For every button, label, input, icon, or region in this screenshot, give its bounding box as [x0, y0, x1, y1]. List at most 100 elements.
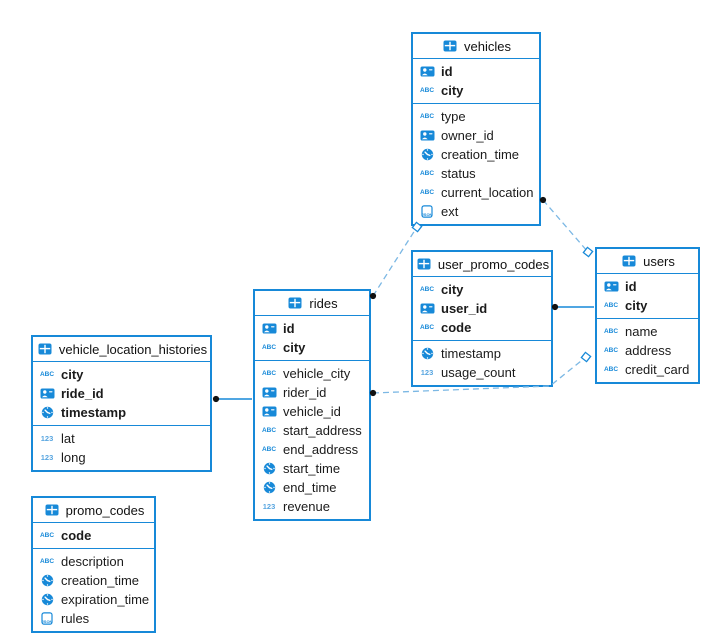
column-row-id[interactable]: id [413, 62, 539, 81]
column-row-id[interactable]: id [255, 319, 369, 338]
column-name: timestamp [61, 405, 127, 420]
string-type-icon: ABC [39, 371, 55, 378]
column-name: address [625, 343, 672, 358]
column-name: type [441, 109, 466, 124]
table-header[interactable]: vehicles [413, 34, 539, 59]
column-name: long [61, 450, 86, 465]
string-type-icon: ABC [419, 170, 435, 177]
string-type-icon: ABC [39, 558, 55, 565]
column-name: id [441, 64, 453, 79]
column-row-type[interactable]: ABC type [413, 107, 539, 126]
string-type-icon: ABC [419, 87, 435, 94]
column-row-start_time[interactable]: start_time [255, 459, 369, 478]
uuid-type-icon [602, 281, 620, 292]
column-name: start_time [283, 461, 341, 476]
column-row-lat[interactable]: 123 lat [33, 429, 210, 448]
timestamp-type-icon [38, 593, 56, 606]
column-row-description[interactable]: ABC description [33, 552, 154, 571]
column-row-expiration_time[interactable]: expiration_time [33, 590, 154, 609]
column-row-timestamp[interactable]: timestamp [413, 344, 551, 363]
column-row-city[interactable]: ABC city [33, 365, 210, 384]
column-row-ext[interactable]: JSON ext [413, 202, 539, 221]
relationship-line-vehicles-users[interactable] [542, 199, 589, 253]
table-icon [286, 297, 304, 309]
table-icon [36, 343, 54, 355]
column-row-city[interactable]: ABC city [597, 296, 698, 315]
table-vehicle_location_histories[interactable]: vehicle_location_histories ABC city ride_i… [31, 335, 212, 472]
column-row-timestamp[interactable]: timestamp [33, 403, 210, 422]
column-name: city [625, 298, 648, 313]
table-header[interactable]: users [597, 249, 698, 274]
relationship-diamond-endpoint [580, 351, 592, 363]
column-name: ride_id [61, 386, 104, 401]
table-name: vehicles [464, 38, 511, 54]
number-type-icon: 123 [40, 434, 54, 443]
svg-text:JSON: JSON [422, 212, 433, 217]
column-name: vehicle_city [283, 366, 351, 381]
column-row-credit_card[interactable]: ABC credit_card [597, 360, 698, 379]
uuid-type-icon [260, 323, 278, 334]
timestamp-type-icon [38, 406, 56, 419]
column-row-id[interactable]: id [597, 277, 698, 296]
column-row-current_location[interactable]: ABC current_location [413, 183, 539, 202]
column-name: lat [61, 431, 75, 446]
column-row-owner_id[interactable]: owner_id [413, 126, 539, 145]
column-name: city [61, 367, 84, 382]
table-header[interactable]: rides [255, 291, 369, 316]
string-type-icon: ABC [603, 302, 619, 309]
column-name: name [625, 324, 658, 339]
column-row-end_time[interactable]: end_time [255, 478, 369, 497]
uuid-type-icon [418, 130, 436, 141]
column-name: expiration_time [61, 592, 150, 607]
table-header[interactable]: promo_codes [33, 498, 154, 523]
table-header[interactable]: vehicle_location_histories [33, 337, 210, 362]
column-name: ext [441, 204, 459, 219]
column-name: description [61, 554, 124, 569]
string-type-icon: ABC [419, 189, 435, 196]
column-row-creation_time[interactable]: creation_time [413, 145, 539, 164]
column-row-ride_id[interactable]: ride_id [33, 384, 210, 403]
columns-section: ABC description creation_time expiration_ti… [33, 549, 154, 631]
string-type-icon: ABC [419, 113, 435, 120]
string-type-icon: ABC [261, 344, 277, 351]
column-row-rider_id[interactable]: rider_id [255, 383, 369, 402]
string-type-icon: ABC [261, 446, 277, 453]
column-row-city[interactable]: ABC city [255, 338, 369, 357]
column-row-vehicle_id[interactable]: vehicle_id [255, 402, 369, 421]
column-name: credit_card [625, 362, 690, 377]
table-header[interactable]: user_promo_codes [413, 252, 551, 277]
column-name: rider_id [283, 385, 327, 400]
string-type-icon: ABC [603, 366, 619, 373]
column-row-user_id[interactable]: user_id [413, 299, 551, 318]
json-type-icon: JSON [418, 205, 436, 218]
column-row-creation_time[interactable]: creation_time [33, 571, 154, 590]
string-type-icon: ABC [419, 286, 435, 293]
column-name: start_address [283, 423, 362, 438]
column-name: city [283, 340, 306, 355]
column-name: current_location [441, 185, 534, 200]
